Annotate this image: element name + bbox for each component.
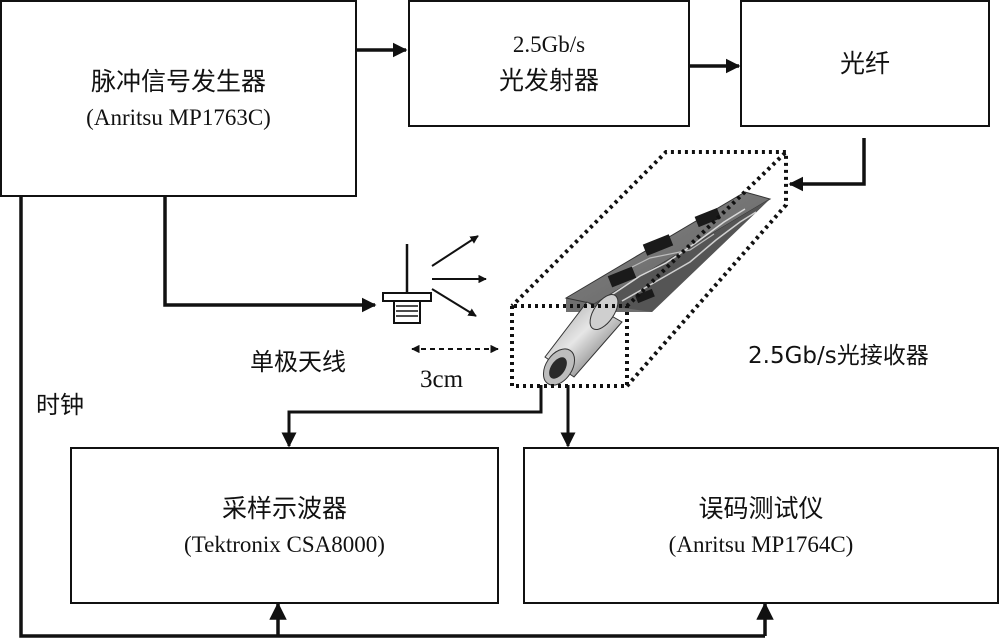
antenna-label: 单极天线 <box>250 348 346 376</box>
ber-tester-box: 误码测试仪 (Anritsu MP1764C) <box>523 447 999 604</box>
fiber-title: 光纤 <box>839 48 890 78</box>
sampling-oscilloscope-box: 采样示波器 (Tektronix CSA8000) <box>70 447 499 604</box>
radiation-arrow-down <box>431 288 477 317</box>
clock-line <box>19 195 765 638</box>
distance-label: 3cm <box>420 366 464 393</box>
pulse-generator-model: (Anritsu MP1763C) <box>86 104 271 130</box>
arrow-pulse-to-antenna <box>163 195 377 313</box>
ber-tester-title: 误码测试仪 <box>698 493 824 523</box>
arrow-fiber-to-receiver <box>788 138 866 192</box>
optical-transmitter-box: 2.5Gb/s 光发射器 <box>408 0 690 127</box>
transmitter-title: 光发射器 <box>498 65 599 95</box>
radiation-arrow-up <box>431 235 479 267</box>
monopole-antenna <box>382 244 432 324</box>
ber-tester-model: (Anritsu MP1764C) <box>668 531 854 557</box>
receiver-dotted-outline <box>510 150 788 388</box>
receiver-label: 2.5Gb/s光接收器 <box>748 343 929 369</box>
oscilloscope-model: (Tektronix CSA8000) <box>184 531 385 557</box>
optical-fiber-box: 光纤 <box>740 0 990 127</box>
oscilloscope-title: 采样示波器 <box>221 493 347 523</box>
pulse-generator-box: 脉冲信号发生器 (Anritsu MP1763C) <box>0 0 357 197</box>
clock-label: 时钟 <box>36 391 84 419</box>
arrow-receiver-to-oscilloscope <box>281 385 543 448</box>
transmitter-rate: 2.5Gb/s <box>512 31 586 57</box>
receiver-module <box>542 191 772 386</box>
pulse-generator-title: 脉冲信号发生器 <box>90 66 266 96</box>
